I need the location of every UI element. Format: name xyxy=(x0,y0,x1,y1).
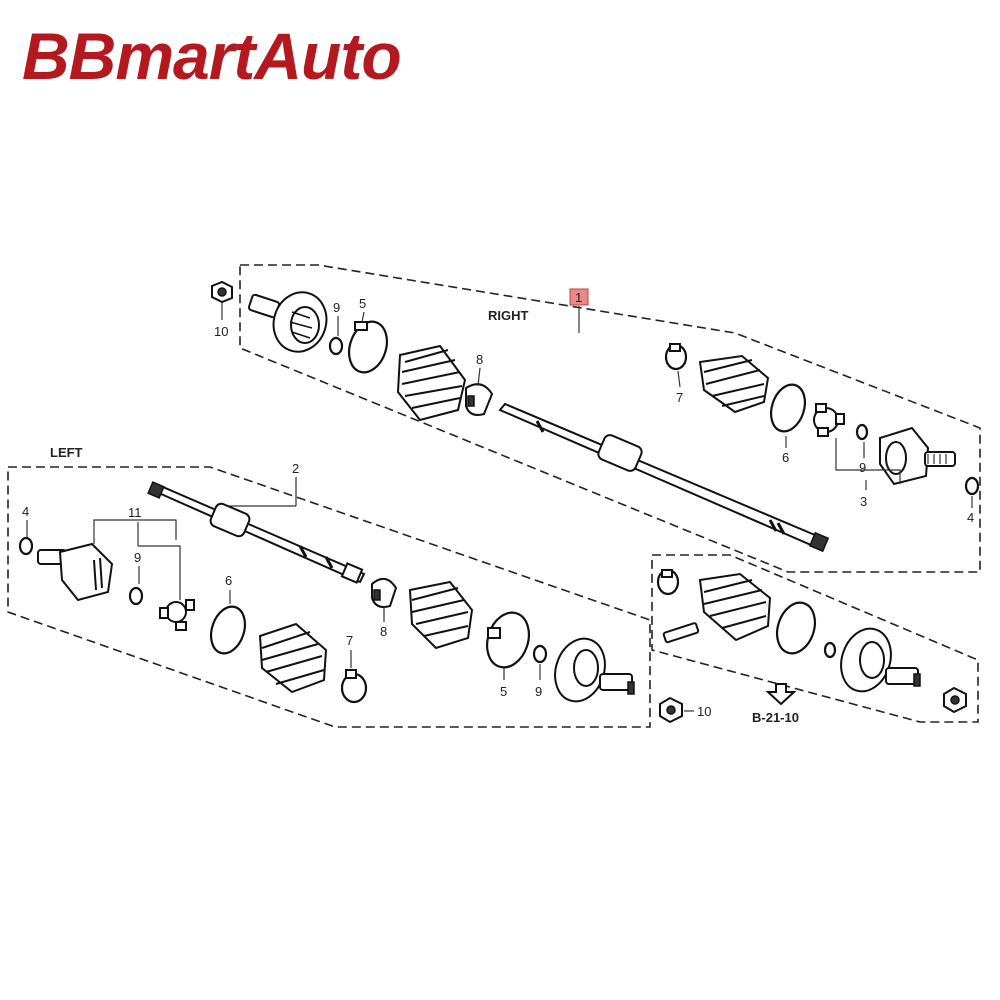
callout-6-right: 6 xyxy=(782,450,789,465)
boot-left-inboard xyxy=(258,622,328,694)
ref-boot xyxy=(698,572,772,642)
ref-stop-ring xyxy=(823,641,837,659)
callout-10-right: 10 xyxy=(214,324,228,339)
shaft-left xyxy=(147,481,366,584)
dynamic-damper-right xyxy=(465,383,494,416)
boot-left-outboard xyxy=(408,580,474,650)
ref-outboard-joint xyxy=(840,627,921,693)
dynamic-damper-left xyxy=(371,577,398,608)
inboard-joint-left xyxy=(37,542,114,602)
inboard-joint-right xyxy=(879,426,956,486)
callout-5-left: 5 xyxy=(500,684,507,699)
right-group-label: RIGHT xyxy=(488,308,529,323)
stop-ring-right-outer xyxy=(328,336,344,356)
boot-right-outboard xyxy=(396,344,467,422)
brand-logo: BBmartAuto xyxy=(22,19,402,93)
reference-group-boundary xyxy=(651,554,979,723)
spindle-nut-right xyxy=(211,280,233,304)
callout-box-1 xyxy=(569,288,589,306)
callout-9-right-inner: 9 xyxy=(859,460,866,475)
callout-4-right: 4 xyxy=(967,510,974,525)
outboard-joint-right xyxy=(247,291,328,353)
reference-arrow-icon xyxy=(765,683,797,706)
tripod-joint-right xyxy=(813,403,845,437)
boot-band-small-left xyxy=(209,605,247,655)
boot-band-left xyxy=(486,611,530,669)
reference-label: B-21-10 xyxy=(752,710,799,725)
callout-8-right: 8 xyxy=(476,352,483,367)
callout-5-right: 5 xyxy=(359,296,366,311)
left-group-boundary xyxy=(7,466,651,728)
circlip-left xyxy=(18,536,34,556)
callout-7-left: 7 xyxy=(346,633,353,648)
left-group-label: LEFT xyxy=(50,445,83,460)
callout-2: 2 xyxy=(292,461,299,476)
callout-9-left-inner: 9 xyxy=(134,550,141,565)
callout-7-right: 7 xyxy=(676,390,683,405)
boot-band-small-right xyxy=(769,383,807,433)
shaft-right xyxy=(498,402,830,553)
callout-10-left: 10 xyxy=(697,704,711,719)
stop-ring-left-outer xyxy=(532,644,548,664)
ref-boot-band xyxy=(775,601,817,655)
callout-11: 11 xyxy=(128,505,142,520)
callout-9-left-outer: 9 xyxy=(535,684,542,699)
callout-3: 3 xyxy=(860,494,867,509)
callout-8-left: 8 xyxy=(380,624,387,639)
stop-ring-left-inner xyxy=(128,586,144,606)
spindle-nut-left xyxy=(659,696,683,724)
ref-damper xyxy=(662,622,700,644)
ref-boot-clip xyxy=(656,568,680,596)
stop-ring-right-inner xyxy=(855,423,869,441)
outboard-joint-left xyxy=(554,637,635,703)
callout-1: 1 xyxy=(575,290,582,305)
boot-band-right xyxy=(347,320,389,374)
callout-9-right-outer: 9 xyxy=(333,300,340,315)
tripod-joint-left xyxy=(159,599,195,631)
callout-6-left: 6 xyxy=(225,573,232,588)
circlip-right xyxy=(964,476,980,496)
ref-spindle-nut xyxy=(943,686,967,714)
callout-4-left: 4 xyxy=(22,504,29,519)
right-group-boundary xyxy=(239,264,981,573)
boot-right-inboard xyxy=(698,354,770,414)
